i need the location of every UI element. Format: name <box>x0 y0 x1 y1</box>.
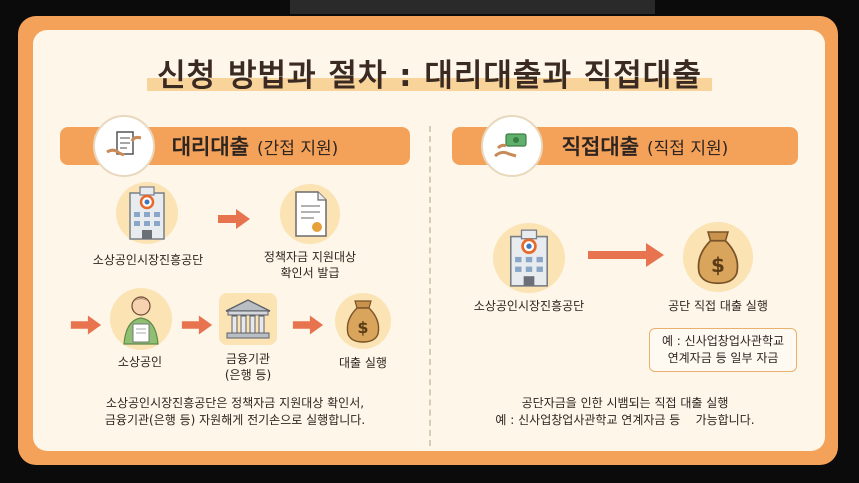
indirect-caption-line-2: 금융기관(은행 등) 자원해게 전기손으로 실행합니다. <box>104 413 366 427</box>
certificate-label: 정책자금 지원대상 확인서 발급 <box>252 249 368 281</box>
agency-building-icon <box>493 223 565 293</box>
currency-symbol: $ <box>711 253 725 277</box>
indirect-loan-caption: 소상공인시장진흥공단은 정책자금 지원대상 확인서, 금융기관(은행 등) 자원… <box>60 395 410 429</box>
certificate-label-line-2: 확인서 발급 <box>280 266 340 280</box>
section-divider <box>429 126 431 446</box>
direct-loan-subtitle: (직접 지원) <box>647 138 729 159</box>
arrow-right-icon <box>181 315 213 335</box>
handing-money-icon <box>481 115 543 177</box>
certificate-label-line-1: 정책자금 지원대상 <box>263 250 357 264</box>
note-line-2: 연계자금 등 일부 자금 <box>667 351 779 365</box>
bank-label: 금융기관 (은행 등) <box>204 351 292 383</box>
indirect-caption-line-1: 소상공인시장진흥공단은 정책자금 지원대상 확인서, <box>105 396 365 410</box>
money-bag-icon: $ <box>335 293 391 349</box>
direct-loan-title: 직접대출 <box>561 135 640 159</box>
agency-building-icon <box>116 182 178 244</box>
arrow-right-icon <box>292 315 324 335</box>
direct-loan-caption: 공단자금을 인한 시뱀되는 직접 대출 실행 예 : 신사업창업사관학교 연계자… <box>452 395 798 429</box>
money-bag-icon: $ <box>683 222 753 292</box>
page-title: 신청 방법과 절차 : 대리대출과 직접대출 <box>0 50 859 95</box>
direct-caption-line-1: 공단자금을 인한 시뱀되는 직접 대출 실행 <box>521 396 729 410</box>
merchant-person-icon <box>110 288 172 350</box>
title-text: 신청 방법과 절차 : 대리대출과 직접대출 <box>147 58 712 94</box>
agency-label: 소상공인시장진흥공단 <box>92 253 204 267</box>
handing-document-icon <box>93 115 155 177</box>
example-note-box: 예 : 신사업창업사관학교 연계자금 등 일부 자금 <box>649 328 797 372</box>
indirect-loan-subtitle: (간접 지원) <box>257 138 339 159</box>
bank-label-line-2: (은행 등) <box>224 368 272 382</box>
top-bar <box>290 0 655 14</box>
loan-execution-label: 대출 실행 <box>339 356 387 370</box>
arrow-right-icon <box>218 209 250 229</box>
currency-symbol: $ <box>357 318 368 337</box>
certificate-document-icon <box>280 184 340 244</box>
direct-caption-line-2: 예 : 신사업창업사관학교 연계자금 등 가능합니다. <box>495 413 755 427</box>
merchant-label: 소상공인 <box>117 355 163 369</box>
indirect-loan-title: 대리대출 <box>171 135 250 159</box>
arrow-right-icon <box>70 315 102 335</box>
bank-label-line-1: 금융기관 <box>225 352 271 366</box>
bank-building-icon <box>219 293 277 345</box>
arrow-right-icon <box>588 243 664 267</box>
note-line-1: 예 : 신사업창업사관학교 <box>661 334 785 348</box>
direct-execution-label: 공단 직접 대출 실행 <box>668 299 768 313</box>
direct-agency-label: 소상공인시장진흥공단 <box>473 299 585 313</box>
